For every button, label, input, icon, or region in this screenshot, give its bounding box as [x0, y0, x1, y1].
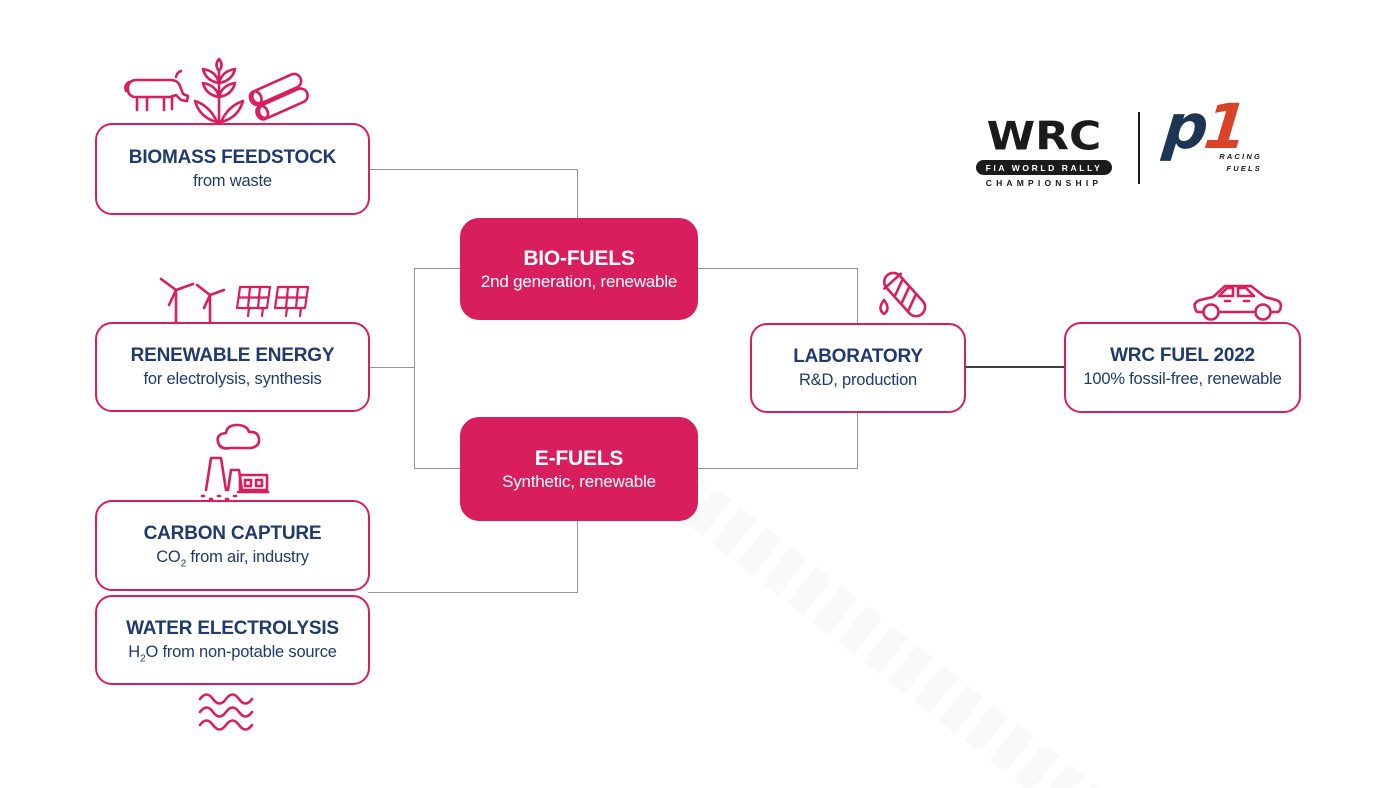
node-title: RENEWABLE ENERGY: [130, 344, 335, 366]
node-subtitle: H2O from non-potable source: [128, 642, 337, 665]
node-water-electrolysis: WATER ELECTROLYSIS H2O from non-potable …: [95, 595, 370, 685]
wrc-logo: WRC FIA WORLD RALLY CHAMPIONSHIP: [976, 113, 1112, 188]
node-title: WRC FUEL 2022: [1110, 345, 1255, 367]
node-title: CARBON CAPTURE: [143, 523, 322, 545]
node-renewable-energy: RENEWABLE ENERGY for electrolysis, synth…: [95, 322, 370, 412]
node-title: BIOMASS FEEDSTOCK: [128, 146, 337, 168]
node-title: BIO-FUELS: [523, 246, 635, 270]
node-subtitle: from waste: [193, 171, 272, 190]
laboratory-icons: [868, 266, 944, 336]
connector-carbonwater-efuels-h: [368, 592, 578, 593]
node-title: WATER ELECTROLYSIS: [126, 617, 339, 639]
wheat-icon: [193, 57, 245, 124]
node-biomass-feedstock: BIOMASS FEEDSTOCK from waste: [95, 123, 370, 215]
connector-trunk-efuels-h: [414, 468, 460, 469]
carbon-icons: [192, 422, 276, 502]
cow-icon: [124, 69, 190, 112]
logo-divider: [1138, 112, 1140, 184]
solar-panel-icon: [235, 285, 310, 318]
node-subtitle: Synthetic, renewable: [502, 471, 656, 491]
connector-biomass-biofuels-h: [370, 169, 578, 170]
connector-efuels-lab-h: [698, 468, 858, 469]
node-subtitle: for electrolysis, synthesis: [143, 369, 322, 388]
waves-icon: [198, 693, 254, 731]
test-tube-icon: [879, 271, 927, 318]
car-icon: [1193, 284, 1283, 321]
connector-lab-wrcfuel-h: [965, 366, 1064, 368]
node-subtitle: CO2 from air, industry: [156, 548, 309, 570]
wrc-wordmark: WRC: [986, 113, 1102, 160]
node-title: E-FUELS: [534, 446, 624, 470]
wrc-championship-text: CHAMPIONSHIP: [985, 177, 1103, 188]
node-e-fuels: E-FUELS Synthetic, renewable: [460, 417, 698, 521]
connector-carbonwater-efuels-v: [577, 521, 578, 593]
node-subtitle: 100% fossil-free, renewable: [1083, 370, 1282, 389]
logs-icon: [248, 72, 309, 121]
connector-trunk-biofuels-h: [414, 268, 460, 269]
renewable-icons: [148, 274, 318, 324]
node-bio-fuels: BIO-FUELS 2nd generation, renewable: [460, 218, 698, 320]
biomass-icons: [122, 56, 317, 128]
node-title: LABORATORY: [793, 345, 923, 367]
p1-wordmark: p1: [1160, 90, 1248, 163]
water-icons: [198, 690, 264, 734]
p1-racing-fuels-logo: p1 RACING FUELS: [1160, 90, 1264, 198]
wrc-fia-world-rally-band: FIA WORLD RALLY: [976, 159, 1112, 175]
wind-turbine-icon: [159, 277, 226, 324]
wrcfuel-icons: [1188, 274, 1286, 324]
node-laboratory: LABORATORY R&D, production: [750, 323, 966, 413]
diagonal-watermark: [661, 468, 1155, 788]
factory-icon: [200, 423, 270, 501]
connector-renewable-trunk-h: [368, 367, 415, 368]
node-wrc-fuel-2022: WRC FUEL 2022 100% fossil-free, renewabl…: [1064, 322, 1301, 413]
connector-trunk-v: [414, 268, 415, 469]
node-carbon-capture: CARBON CAPTURE CO2 from air, industry: [95, 500, 370, 591]
connector-biomass-biofuels-v: [577, 169, 578, 218]
p1-tagline: RACING FUELS: [1219, 151, 1262, 174]
connector-biofuels-lab-h: [698, 268, 858, 269]
node-subtitle: R&D, production: [798, 370, 918, 389]
node-subtitle: 2nd generation, renewable: [480, 271, 678, 291]
